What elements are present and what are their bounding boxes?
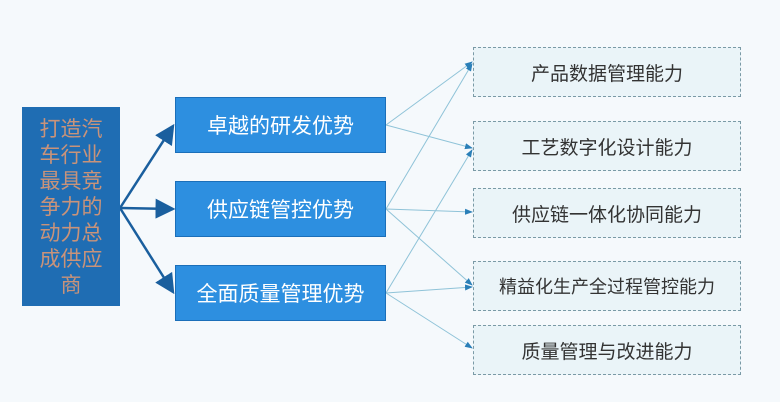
capability-label: 供应链一体化协同能力 (511, 203, 702, 226)
root-goal-label: 打造汽车行业最具竞争力的动力总成供应商 (39, 116, 103, 297)
arrow-root-to-rd (118, 123, 175, 209)
root-goal-box: 打造汽车行业最具竞争力的动力总成供应商 (22, 107, 120, 306)
capability-label: 精益化生产全过程管控能力 (499, 277, 715, 298)
capability-label: 质量管理与改进能力 (521, 340, 693, 363)
link-quality-process (385, 149, 473, 294)
arrow-root-to-supply (119, 198, 176, 219)
link-supply-pdm (385, 63, 473, 210)
link-supply-lean (385, 208, 473, 286)
capability-box: 质量管理与改进能力 (473, 325, 741, 375)
advantage-quality-box: 全面质量管理优势 (175, 265, 386, 321)
advantage-label: 供应链管控优势 (207, 198, 354, 222)
advantage-label: 全面质量管理优势 (196, 282, 365, 306)
advantage-supply-box: 供应链管控优势 (175, 181, 386, 237)
advantage-label: 卓越的研发优势 (207, 114, 354, 138)
capability-box: 供应链一体化协同能力 (473, 188, 741, 238)
link-quality-lean (385, 284, 473, 294)
capability-box: 工艺数字化设计能力 (473, 121, 741, 171)
link-quality-improve (385, 292, 473, 349)
capability-label: 工艺数字化设计能力 (521, 136, 693, 159)
link-rd-pdm (385, 61, 473, 126)
advantage-rd-box: 卓越的研发优势 (175, 97, 386, 153)
link-supply-chain (385, 208, 473, 215)
arrow-root-to-quality (118, 207, 175, 295)
capability-box: 精益化生产全过程管控能力 (473, 261, 741, 311)
capability-label: 产品数据管理能力 (530, 62, 683, 85)
capability-box: 产品数据管理能力 (473, 47, 741, 97)
